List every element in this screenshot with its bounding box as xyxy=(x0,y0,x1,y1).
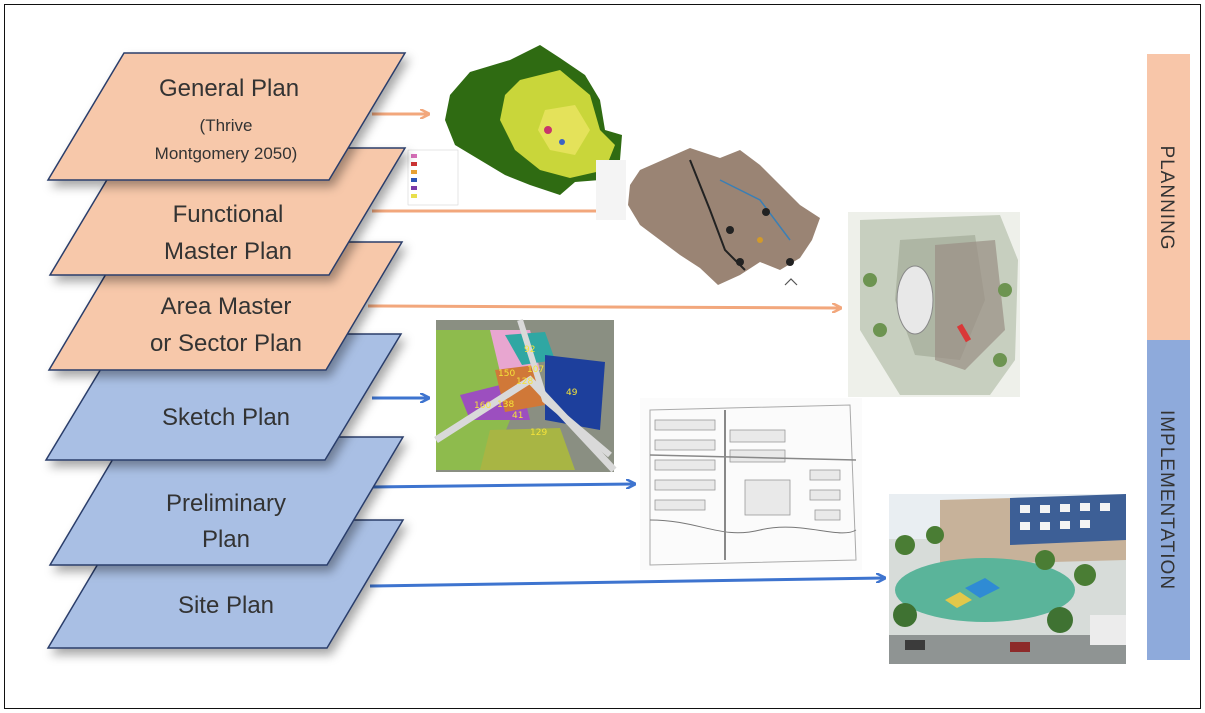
general-plan-map-thumbnail xyxy=(407,45,622,206)
layer-area-master-plan-label-line1: Area Master xyxy=(161,293,292,320)
layer-general-plan-label: General Plan xyxy=(159,75,299,102)
parcel-label-92: 92 xyxy=(524,345,535,355)
layer-site-plan-label: Site Plan xyxy=(178,592,274,619)
functional-plan-map-thumbnail xyxy=(596,148,820,286)
layer-functional-master-plan-label-line1: Functional xyxy=(173,201,284,228)
layer-preliminary-plan-label-line2: Plan xyxy=(202,526,250,553)
layer-functional-master-plan-label-line2: Master Plan xyxy=(164,238,292,265)
implementation-side-label: IMPLEMENTATION xyxy=(1156,410,1177,590)
site-plan-rendering-thumbnail xyxy=(889,494,1126,664)
parcel-label-138: 138 xyxy=(497,400,514,410)
parcel-label-150: 150 xyxy=(498,369,515,379)
layer-general-plan: General Plan (Thrive Montgomery 2050) xyxy=(46,52,407,181)
preliminary-plan-drawing-thumbnail xyxy=(640,398,862,570)
parcel-label-160: 160 xyxy=(474,401,491,411)
layer-general-plan-sub-line1: (Thrive xyxy=(200,116,253,135)
area-plan-illustration-thumbnail xyxy=(848,212,1020,397)
parcel-label-107: 107 xyxy=(527,365,544,375)
parcel-label-41: 41 xyxy=(512,411,523,421)
layer-preliminary-plan-label-line1: Preliminary xyxy=(166,490,286,517)
layer-general-plan-sub-line2: Montgomery 2050) xyxy=(155,144,298,163)
diagram-frame xyxy=(4,4,1201,709)
layer-preliminary-plan: Preliminary Plan xyxy=(48,436,405,566)
layer-area-master-plan-label-line2: or Sector Plan xyxy=(150,330,302,357)
preliminary-plan-arrow xyxy=(369,484,634,487)
site-plan-arrow xyxy=(369,578,884,588)
area-plan-arrow xyxy=(367,306,840,308)
layer-sketch-plan-label: Sketch Plan xyxy=(162,404,290,431)
parcel-label-49: 49 xyxy=(566,388,578,398)
parcel-label-128: 128 xyxy=(516,377,533,387)
planning-bar xyxy=(1147,54,1190,340)
parcel-label-129: 129 xyxy=(530,428,547,438)
sketch-plan-aerial-thumbnail: 92 107 128 150 160 138 41 49 129 xyxy=(434,319,617,473)
implementation-bar xyxy=(1147,340,1190,660)
planning-side-label: PLANNING xyxy=(1156,145,1177,250)
